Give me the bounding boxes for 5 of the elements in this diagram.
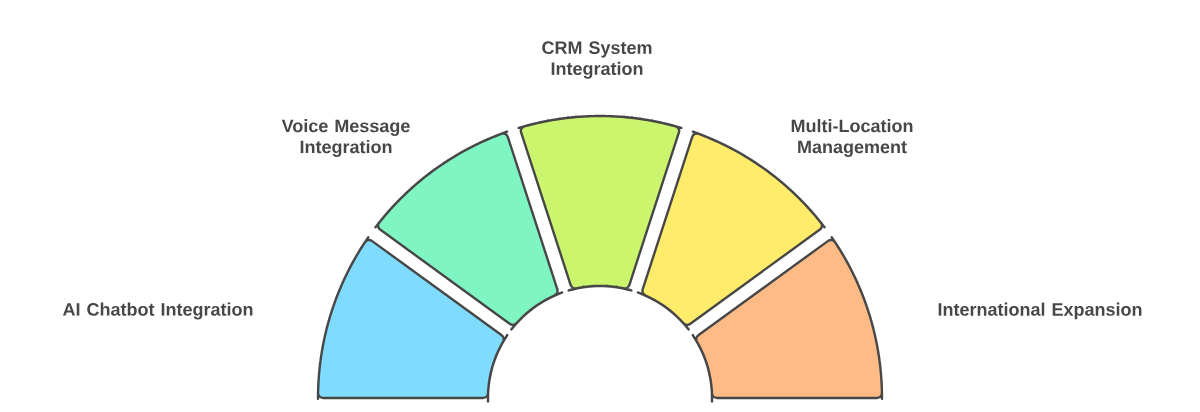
segment-label: Multi-Location Management [791, 119, 913, 157]
segment-label: Voice Message Integration [281, 119, 410, 157]
segment-label: AI Chatbot Integration [63, 302, 253, 320]
segment-label: International Expansion [938, 302, 1142, 320]
segment-label: CRM System Integration [542, 41, 652, 79]
